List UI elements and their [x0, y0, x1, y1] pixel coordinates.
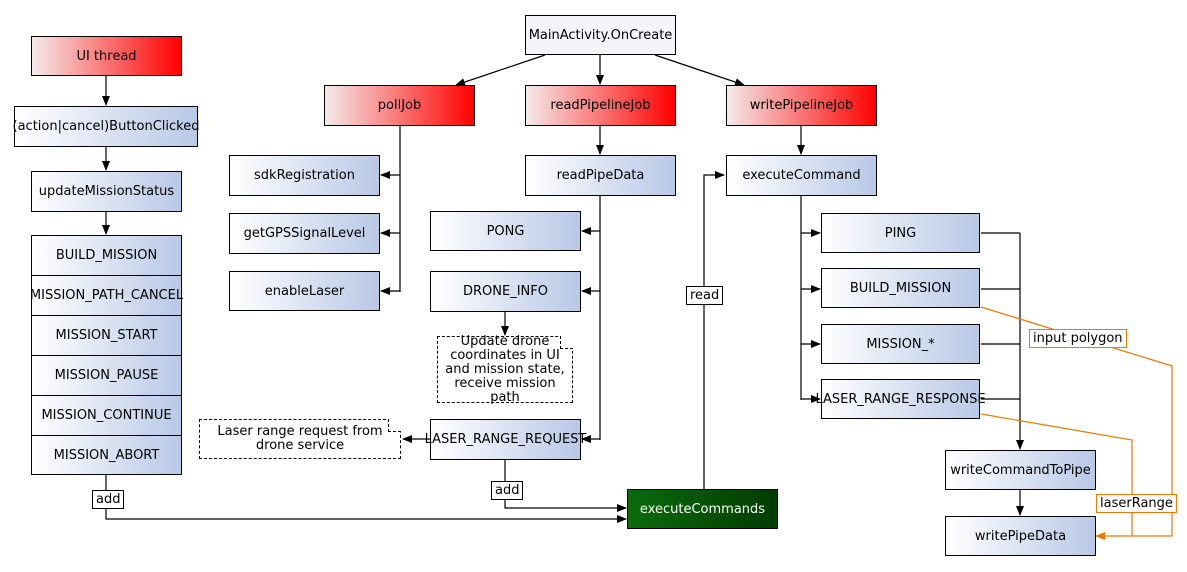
status-mission-pause: MISSION_PAUSE	[31, 355, 182, 396]
write-pipe-data-node: writePipeData	[945, 516, 1096, 556]
drone-note-line: Update drone	[460, 333, 550, 349]
laser-range-request-node: LASER_RANGE_REQUEST	[425, 419, 586, 460]
write-command-to-pipe-node: writeCommandToPipe	[945, 450, 1096, 490]
status-mission-abort: MISSION_ABORT	[31, 435, 182, 475]
execute-command-node: executeCommand	[726, 155, 877, 196]
drone-note-line: receive mission path	[454, 375, 556, 405]
mission-star-node: MISSION_*	[821, 324, 980, 364]
read-pipeline-job-node: readPipelineJob	[525, 85, 676, 126]
ui-thread-node: UI thread	[31, 36, 182, 76]
update-mission-status-node: updateMissionStatus	[31, 171, 182, 212]
edge-label-add-left: add	[92, 490, 125, 509]
status-mission-start: MISSION_START	[31, 315, 182, 356]
pong-node: PONG	[430, 211, 581, 251]
enable-laser-node: enableLaser	[229, 271, 380, 311]
gps-signal-level-node: getGPSSignalLevel	[229, 213, 380, 254]
poll-job-node: pollJob	[324, 85, 475, 126]
note-fold	[560, 336, 573, 349]
laser-note-line: Laser range request from	[217, 424, 383, 439]
drone-note-line: and mission state,	[445, 361, 565, 377]
status-build-mission: BUILD_MISSION	[31, 235, 182, 276]
drone-note-line: coordinates in UI	[450, 347, 560, 363]
button-clicked-node: (action|cancel)ButtonClicked	[13, 106, 199, 147]
note-fold	[388, 419, 401, 432]
edge-label-add-mid: add	[491, 481, 524, 500]
edge-label-input-polygon: input polygon	[1029, 329, 1127, 348]
laser-request-note-text: Laser range request from drone service	[217, 425, 382, 453]
drone-info-note: Update drone coordinates in UI and missi…	[437, 333, 573, 405]
laser-note-line: drone service	[255, 438, 345, 453]
ping-node: PING	[821, 213, 980, 253]
execute-commands-node: executeCommands	[627, 489, 778, 529]
write-pipeline-job-node: writePipelineJob	[726, 85, 877, 126]
edge-label-read: read	[686, 286, 724, 305]
laser-range-response-node: LASER_RANGE_RESPONSE	[815, 379, 986, 419]
edge-label-laser-range: laserRange	[1096, 494, 1177, 513]
drone-info-node: DRONE_INFO	[430, 271, 581, 312]
drone-info-note-text: Update drone coordinates in UI and missi…	[438, 333, 572, 405]
read-pipe-data-node: readPipeData	[525, 155, 676, 196]
laser-request-note: Laser range request from drone service	[199, 419, 401, 459]
status-mission-continue: MISSION_CONTINUE	[31, 395, 182, 436]
sdk-registration-node: sdkRegistration	[229, 155, 380, 196]
status-mission-path-cancel: MISSION_PATH_CANCEL	[30, 275, 183, 316]
main-activity-node: MainActivity.OnCreate	[525, 15, 676, 55]
build-mission-node: BUILD_MISSION	[821, 268, 980, 308]
